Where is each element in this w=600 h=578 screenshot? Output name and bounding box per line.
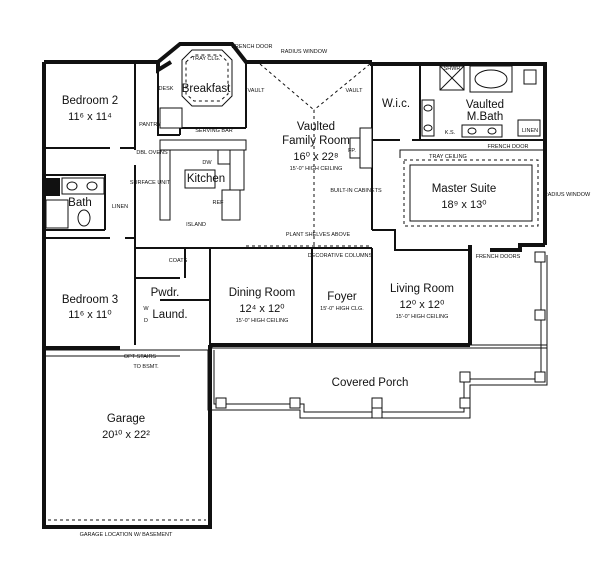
interior-walls [44, 62, 545, 345]
family-dim: 16⁰ x 22⁸ [293, 151, 338, 163]
laund-name: Laund. [152, 309, 187, 321]
foyer-note: 15'-0" HIGH CLG. [320, 306, 364, 312]
master-name: Master Suite [432, 183, 497, 195]
note-garage-location: GARAGE LOCATION W/ BASEMENT [80, 532, 173, 538]
note-tray-ceiling: TRAY CEILING [429, 154, 467, 160]
breakfast-name: Breakfast [182, 83, 231, 95]
note-serving-bar: SERVING BAR [195, 128, 233, 134]
bedroom3-dim: 11⁶ x 11⁰ [68, 309, 112, 321]
note-desk: DESK [159, 86, 174, 92]
bedroom3-name: Bedroom 3 [62, 294, 118, 306]
room-labels: Bedroom 2 11⁶ x 11⁴ Breakfast Vaulted Fa… [62, 83, 504, 441]
garage-name: Garage [107, 413, 145, 425]
note-dbl-ovens: DBL OVENS [136, 150, 168, 156]
family-name-1: Vaulted [297, 121, 335, 133]
master-dim: 18⁹ x 13⁰ [441, 199, 487, 211]
note-d: D [144, 318, 148, 324]
note-french-door-top: FRENCH DOOR [232, 44, 273, 50]
fireplace [349, 127, 373, 169]
porch [207, 251, 548, 419]
note-pantry: PANTRY [139, 122, 161, 128]
note-tray-clg: TRAY CLG. [192, 56, 221, 62]
note-radius-window-right: RADIUS WINDOW [544, 192, 591, 198]
note-linen-mbath: LINEN [522, 128, 538, 134]
dining-dim: 12⁴ x 12⁰ [239, 303, 285, 315]
living-name: Living Room [390, 283, 454, 295]
mbath-name-1: Vaulted [466, 99, 504, 111]
note-linen-bath: LINEN [112, 204, 128, 210]
stairs [44, 349, 210, 521]
note-plant-shelves: PLANT SHELVES ABOVE [286, 232, 351, 238]
family-name-2: Family Room [282, 135, 350, 147]
master-tray-ceiling [399, 149, 545, 227]
note-fp: FP. [348, 148, 356, 154]
note-vault-left: VAULT [248, 88, 266, 94]
porch-name: Covered Porch [332, 377, 409, 389]
porch-columns [215, 251, 546, 419]
note-dw: DW [202, 160, 212, 166]
dining-name: Dining Room [229, 287, 295, 299]
family-note: 15'-0" HIGH CEILING [290, 166, 343, 172]
note-french-doors-living: FRENCH DOORS [476, 254, 521, 260]
breakfast-bay [157, 43, 233, 107]
note-french-door-mbath: FRENCH DOOR [488, 144, 529, 150]
kitchen-name: Kitchen [187, 173, 225, 185]
note-opt-stairs: OPT STAIRS [124, 354, 157, 360]
bath-name: Bath [68, 197, 92, 209]
note-decorative-columns: DECORATIVE COLUMNS [308, 253, 373, 259]
mbath-name-2: M.Bath [467, 111, 503, 123]
foyer-name: Foyer [327, 291, 357, 303]
bedroom2-dim: 11⁶ x 11⁴ [68, 111, 112, 123]
wic-name: W.i.c. [382, 98, 410, 110]
note-radius-window-top: RADIUS WINDOW [281, 49, 328, 55]
note-ref: REF [213, 200, 225, 206]
master-bath-fixtures [421, 65, 541, 138]
note-built-in: BUILT-IN CABINETS [330, 188, 382, 194]
garage-dim: 20¹⁰ x 22² [102, 429, 150, 441]
kitchen-fixtures [159, 107, 247, 221]
note-island: ISLAND [186, 222, 206, 228]
vault-lines [246, 63, 372, 247]
note-to-bsmt: TO BSMT. [133, 364, 159, 370]
bedroom2-name: Bedroom 2 [62, 95, 118, 107]
note-vault-right: VAULT [346, 88, 364, 94]
note-surface-unit: SURFACE UNIT [130, 180, 171, 186]
living-note: 15'-0" HIGH CEILING [396, 314, 449, 320]
dining-note: 15'-0" HIGH CEILING [236, 318, 289, 324]
note-ks: K.S. [445, 130, 456, 136]
note-w: W [143, 306, 149, 312]
living-dim: 12⁰ x 12⁰ [400, 299, 445, 311]
annotations: TRAY CLG. FRENCH DOOR RADIUS WINDOW DESK… [80, 44, 591, 538]
pwdr-name: Pwdr. [151, 287, 180, 299]
note-shwr: SHWR [444, 66, 461, 72]
note-coats: COATS [169, 258, 188, 264]
bath-fixtures [45, 177, 105, 229]
